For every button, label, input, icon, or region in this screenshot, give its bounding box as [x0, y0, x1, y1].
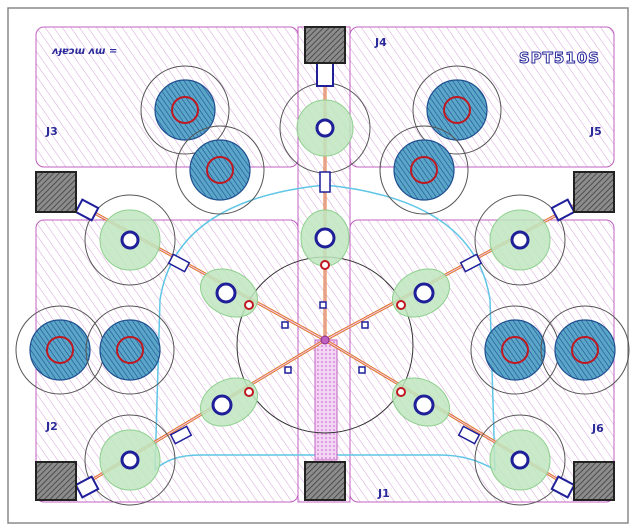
stub-j6	[550, 475, 576, 499]
mounting-pad-3	[412, 65, 502, 155]
via-j3	[120, 230, 140, 250]
port-label-j6: J6	[591, 422, 604, 435]
via-j2	[120, 450, 140, 470]
mounting-pad-2	[175, 125, 265, 215]
connector-j1	[304, 461, 346, 501]
connector-j3	[35, 171, 77, 213]
enclosure-outline	[154, 184, 496, 472]
mounting-pad-5	[15, 305, 105, 395]
stub-j2	[74, 475, 100, 499]
stub-j5	[550, 198, 576, 222]
connector-j4	[304, 26, 346, 64]
vias	[120, 118, 530, 470]
mounting-pad-6	[85, 305, 175, 395]
connector-j5	[573, 171, 615, 213]
stub-j4	[316, 61, 334, 87]
connector-j6	[573, 461, 615, 501]
via-upper-left	[215, 282, 237, 304]
mounting-pad-8	[540, 305, 630, 395]
port-label-j3: J3	[45, 125, 58, 138]
via-lower-right	[413, 394, 435, 416]
via-lower-left	[211, 394, 233, 416]
via-j4	[315, 118, 335, 138]
connectors	[35, 26, 615, 501]
connector-j2	[35, 461, 77, 501]
port-label-j2: J2	[45, 420, 58, 433]
center-feed-line	[314, 339, 338, 461]
port-label-j5: J5	[589, 125, 602, 138]
port-label-j4: J4	[374, 36, 387, 49]
via-center-top	[314, 227, 336, 249]
via-j5	[510, 230, 530, 250]
trace-components	[167, 171, 483, 445]
mounting-pads	[15, 65, 630, 395]
stub-j3	[74, 198, 100, 222]
mounting-pad-1	[140, 65, 230, 155]
junction	[320, 335, 330, 345]
board-title: SPT510S	[519, 49, 600, 67]
board-mark: ʌɟɐɔɯ ʌɯ =	[51, 46, 117, 57]
via-upper-right	[413, 282, 435, 304]
small-vias	[244, 260, 406, 397]
via-j6	[510, 450, 530, 470]
connector-stubs	[74, 61, 576, 499]
port-label-j1: J1	[377, 487, 390, 500]
mounting-pad-4	[379, 125, 469, 215]
